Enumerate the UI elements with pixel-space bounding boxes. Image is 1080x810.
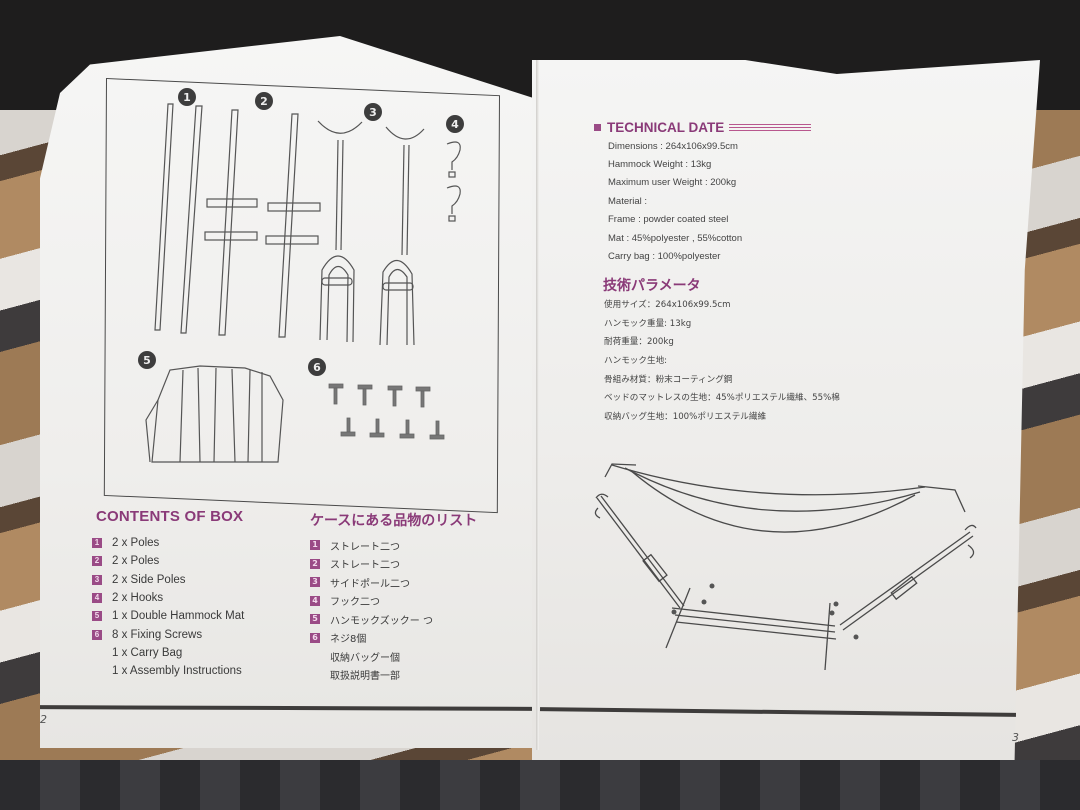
spec-row: Maximum user Weight : 200kg (608, 177, 737, 189)
spec-row: 使用サイズ：264x106x99.5cm (604, 300, 731, 311)
technical-title: TECHNICAL DATE (607, 120, 725, 135)
part-badge-3: 3 (364, 103, 382, 121)
hammock-stand-screws (671, 583, 859, 640)
list-item: 取扱説明書一部 (330, 671, 400, 683)
number-badge: 6 (310, 632, 320, 643)
number-badge: 6 (92, 629, 102, 640)
contents-title-jp: ケースにある品物のリスト (310, 513, 478, 529)
part-2-poles-illustration (204, 109, 321, 338)
number-badge: 1 (92, 538, 102, 549)
number-badge: 5 (310, 614, 320, 625)
number-badge: 4 (92, 593, 102, 604)
part-badge-6: 6 (308, 358, 326, 376)
spec-row: 骨組み材質：粉末コーティング鋼 (604, 374, 733, 385)
technical-heading: TECHNICAL DATE (594, 120, 812, 135)
part-badge-1: 1 (178, 88, 196, 106)
page-number-right: 3 (1012, 731, 1019, 744)
number-badge: 3 (310, 577, 320, 588)
part-5-mat-illustration (145, 365, 284, 463)
heading-decoration-lines (729, 123, 812, 132)
contents-title: CONTENTS OF BOX (96, 508, 244, 525)
technical-specs-list: Dimensions : 264x106x99.5cm Hammock Weig… (608, 137, 742, 266)
number-badge: 4 (310, 595, 320, 606)
spec-row: 耐荷重量：200kg (604, 337, 674, 348)
spec-row: ハンモック生地: (604, 356, 668, 367)
fabric-background-bottom (0, 760, 1080, 810)
spec-row: Mat : 45%polyester , 55%cotton (608, 232, 743, 244)
hammock-stand-illustration (594, 463, 977, 671)
spec-row: ハンモック重量: 13kg (604, 318, 692, 329)
part-1-poles-illustration (154, 103, 203, 334)
technical-specs-list-jp: 使用サイズ：264x106x99.5cm ハンモック重量: 13kg 耐荷重量：… (604, 295, 840, 425)
spec-row: Carry bag : 100%polyester (608, 251, 721, 263)
page-number-left: 2 (40, 713, 47, 726)
list-item: 収納バッグー個 (330, 652, 400, 664)
list-item: 1 x Carry Bag (112, 646, 183, 659)
part-3-side-poles-illustration (317, 120, 425, 346)
spec-row: Hammock Weight : 13kg (608, 159, 712, 171)
booklet-right-page (532, 60, 1040, 760)
part-6-screws-illustration (328, 383, 445, 440)
number-badge: 5 (92, 611, 102, 622)
part-badge-2: 2 (255, 92, 273, 110)
number-badge: 2 (92, 556, 102, 567)
technical-title-jp: 技術パラメータ (603, 278, 701, 294)
part-badge-4: 4 (446, 115, 464, 133)
spec-row: 収納バッグ生地：100%ポリエステル繊維 (604, 411, 767, 422)
list-item: 1 x Assembly Instructions (112, 665, 242, 678)
spec-row: Dimensions : 264x106x99.5cm (608, 140, 738, 152)
part-badge-5: 5 (138, 351, 156, 369)
part-4-hooks-illustration (446, 141, 461, 222)
booklet-spine (536, 60, 539, 750)
spec-row: Frame : powder coated steel (608, 214, 729, 226)
number-badge: 3 (92, 574, 102, 585)
number-badge: 2 (310, 558, 320, 569)
heading-bullet-icon (594, 124, 601, 131)
number-badge: 1 (310, 540, 320, 551)
spec-row: ベッドのマットレスの生地：45%ポリエステル繊維、55%棉 (604, 393, 840, 404)
spec-row: Material : (608, 195, 648, 207)
